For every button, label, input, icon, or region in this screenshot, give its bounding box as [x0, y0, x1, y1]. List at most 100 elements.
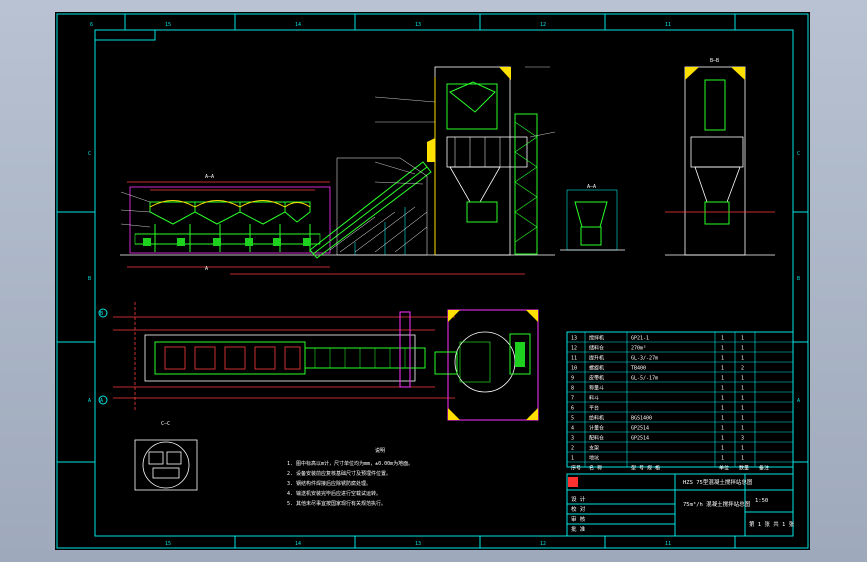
bom-cell-no: 8 — [571, 386, 574, 392]
detail-view: C—C — [134, 421, 198, 491]
grid-bottom-1: 15 — [165, 541, 171, 547]
grid-ref-bottom: 15 14 13 12 11 — [165, 536, 736, 548]
elevation-view: A—A A — [120, 66, 556, 275]
side-view: B—B — [665, 58, 775, 256]
corner-box — [94, 29, 156, 41]
bom-cell-name: 支架 — [589, 445, 599, 452]
grid-left-2: B — [88, 276, 91, 282]
note-line-1: 1. 图中标高以m计，尺寸单位均为mm，±0.00m为地面。 — [287, 460, 413, 467]
bom-cell-no: 5 — [571, 416, 574, 422]
tb-row-check: 校 对 — [571, 505, 586, 513]
company-logo — [568, 477, 578, 487]
bom-cell-qty: 1 — [721, 346, 724, 352]
project-title: HZS 75型混凝土搅拌站总图 — [683, 478, 753, 486]
bom-cell-note: 1 — [741, 396, 744, 402]
bom-cell-qty: 1 — [721, 436, 724, 442]
bom-cell-no: 7 — [571, 396, 574, 402]
bom-cell-no: 10 — [571, 366, 577, 372]
grid-ref-top: 6 15 14 13 12 11 — [90, 14, 736, 30]
grid-top-4: 12 — [540, 22, 546, 28]
grid-top-2: 14 — [295, 22, 301, 28]
bom-cell-no: 9 — [571, 376, 574, 382]
bom-cell-no: 6 — [571, 406, 574, 412]
grid-bottom-3: 13 — [415, 541, 421, 547]
bom-cell-spec: GP2514 — [631, 426, 649, 432]
bom-cell-name: 皮带机 — [589, 375, 604, 382]
scale-value: 1:50 — [755, 498, 768, 504]
bom-cell-note: 1 — [741, 446, 744, 452]
bom-cell-note: 2 — [741, 366, 744, 372]
note-line-4: 4. 输送机安装完毕后应进行空载试运转。 — [287, 490, 381, 497]
bom-cell-name: 计量仓 — [589, 425, 604, 432]
bom-cell-no: 11 — [571, 356, 577, 362]
grid-top-3: 13 — [415, 22, 421, 28]
bom-cell-qty: 1 — [721, 336, 724, 342]
grid-ref-left: C B A — [57, 151, 95, 463]
bom-cell-note: 1 — [741, 406, 744, 412]
note-line-3: 3. 钢结构件焊接后应除锈防腐处理。 — [287, 480, 371, 487]
bom-cell-spec: BGS1400 — [631, 416, 652, 422]
bom-cell-name: 平台 — [589, 405, 599, 412]
grid-left-1: C — [88, 151, 91, 157]
bom-cell-name: 料斗 — [589, 395, 599, 402]
note-line-2: 2. 设备安装前应复核基础尺寸及预埋件位置。 — [287, 470, 391, 477]
bom-cell-note: 1 — [741, 416, 744, 422]
side-view-label: B—B — [710, 58, 719, 64]
grid-bottom-4: 12 — [540, 541, 546, 547]
bom-header-cell: 数量 — [739, 465, 749, 472]
bom-cell-name: 配料仓 — [589, 435, 604, 442]
tb-row-approve: 批 准 — [571, 525, 586, 533]
grid-top-1: 15 — [165, 22, 171, 28]
bom-cell-spec: TB400 — [631, 366, 646, 372]
note-line-5: 5. 其他未尽事宜按国家现行有关规范执行。 — [287, 500, 386, 507]
bom-cell-qty: 1 — [721, 456, 724, 462]
bom-cell-note: 1 — [741, 456, 744, 462]
notes-title: 说明 — [375, 447, 385, 454]
section-label: A—A — [205, 174, 214, 180]
drawing-title: 75m³/h 混凝土搅拌站总图 — [683, 500, 751, 508]
bom-header-cell: 型 号 规 格 — [631, 465, 660, 472]
bom-cell-qty: 1 — [721, 446, 724, 452]
bom-cell-note: 1 — [741, 376, 744, 382]
plan-circled-a: A — [100, 398, 103, 404]
plan-circled-b: B — [100, 311, 103, 317]
bom-header-cell: 备注 — [759, 465, 769, 472]
bom-header-cell: 单位 — [719, 465, 729, 472]
bom-cell-spec: GP2514 — [631, 436, 649, 442]
plan-view: B A — [98, 302, 539, 421]
bom-cell-no: 12 — [571, 346, 577, 352]
bom-cell-no: 13 — [571, 336, 577, 342]
tb-row-review: 审 核 — [571, 515, 586, 523]
bom-cell-qty: 1 — [721, 416, 724, 422]
grid-right-2: B — [797, 276, 800, 282]
bom-cell-note: 1 — [741, 346, 744, 352]
bom-cell-name: 称量斗 — [589, 385, 604, 392]
grid-ref-right: C B A — [793, 151, 808, 463]
small-section-label: A—A — [587, 184, 596, 190]
bom-cell-name: 给料机 — [589, 415, 604, 422]
bom-cell-spec: GP21-1 — [631, 336, 649, 342]
bom-cell-qty: 1 — [721, 406, 724, 412]
bom-cell-qty: 1 — [721, 376, 724, 382]
bom-cell-name: 螺旋机 — [589, 365, 604, 372]
bom-cell-no: 1 — [571, 456, 574, 462]
bom-header-cell: 序号 — [571, 465, 581, 472]
grid-bottom-2: 14 — [295, 541, 301, 547]
grid-right-3: A — [797, 398, 800, 404]
title-block: HZS 75型混凝土搅拌站总图 75m³/h 混凝土搅拌站总图 1:50 第 1… — [566, 473, 795, 537]
inner-border — [94, 29, 794, 537]
drawing-canvas: 6 15 14 13 12 11 15 14 13 12 11 — [56, 13, 809, 549]
sheet-number: 第 1 张 共 1 张 — [749, 520, 795, 528]
drawing-sheet: 6 15 14 13 12 11 15 14 13 12 11 — [55, 12, 810, 550]
bom-cell-note: 1 — [741, 386, 744, 392]
grid-bottom-5: 11 — [665, 541, 671, 547]
bom-cell-qty: 1 — [721, 366, 724, 372]
small-section-view: A—A — [560, 184, 625, 251]
grid-top-5: 11 — [665, 22, 671, 28]
bom-cell-note: 1 — [741, 356, 744, 362]
bom-cell-qty: 1 — [721, 396, 724, 402]
notes-block: 说明 1. 图中标高以m计，尺寸单位均为mm，±0.00m为地面。 2. 设备安… — [287, 447, 413, 507]
outer-border — [56, 13, 809, 549]
